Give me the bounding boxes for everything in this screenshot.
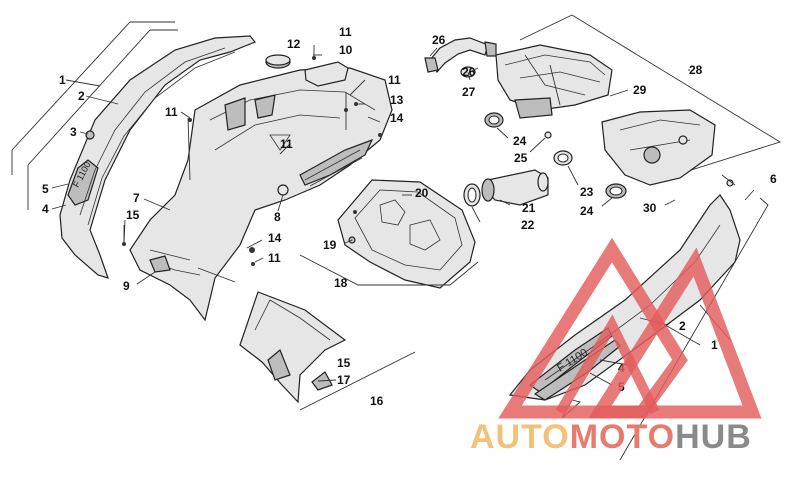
- callout-24-bottom: 24: [580, 204, 594, 218]
- watermark-text-hub: HUB: [675, 418, 752, 456]
- bracket-18: [299, 239, 479, 286]
- callout-21: 21: [522, 201, 536, 215]
- hood-bracket-10: [304, 61, 349, 87]
- callout-11-top: 11: [339, 25, 352, 39]
- callout-18: 18: [334, 276, 348, 290]
- hood-nosepan: [129, 67, 393, 322]
- callout-17: 17: [337, 373, 351, 387]
- callout-23: 23: [580, 185, 594, 199]
- fasteners: [122, 45, 382, 346]
- intake-duct-21: [481, 169, 549, 206]
- left-side-panel: F 1100: [59, 35, 256, 279]
- callout-12: 12: [287, 37, 301, 51]
- callout-24-top: 24: [513, 134, 527, 148]
- callout-16: 16: [370, 394, 384, 408]
- callout-14-right: 14: [390, 111, 404, 125]
- watermark-text-auto: AUTO: [470, 418, 570, 456]
- callout-29: 29: [633, 83, 647, 97]
- callout-26-right: 26: [462, 65, 476, 79]
- callout-6: 6: [770, 172, 777, 186]
- callout-22: 22: [521, 218, 535, 232]
- callout-1-right: 1: [711, 338, 718, 352]
- resonator-30: [601, 109, 716, 206]
- callout-1-left: 1: [59, 73, 66, 87]
- callout-11-lower: 11: [268, 251, 281, 265]
- callout-25: 25: [514, 151, 528, 165]
- watermark-triangle-right: [588, 247, 762, 419]
- watermark-text-moto: MOTO: [569, 418, 676, 456]
- grommet-12: [265, 54, 291, 69]
- watermark-logo: [498, 237, 762, 419]
- callout-4-left: 4: [42, 202, 49, 216]
- callout-2-left: 2: [78, 89, 85, 103]
- callout-26-left: 26: [432, 33, 446, 47]
- callout-20: 20: [415, 186, 429, 200]
- air-intake-box-18: [337, 179, 476, 289]
- callout-19: 19: [323, 238, 337, 252]
- watermark-triangle-inner: [555, 314, 660, 415]
- callout-27: 27: [462, 85, 476, 99]
- callout-30: 30: [643, 201, 657, 215]
- callout-11-left: 11: [165, 105, 178, 119]
- callout-5-left: 5: [42, 182, 49, 196]
- right-side-panel: F 1100: [508, 194, 741, 419]
- callout-15-lower: 15: [337, 356, 351, 370]
- ring-22: [463, 183, 511, 223]
- callout-10: 10: [339, 43, 353, 57]
- lower-panel-16: [197, 267, 416, 411]
- callout-15-left: 15: [126, 208, 140, 222]
- bracket-28: [519, 14, 782, 184]
- callout-28: 28: [689, 63, 703, 77]
- callout-11-right: 11: [388, 73, 401, 87]
- callout-8: 8: [274, 210, 281, 224]
- air-silencer-29: [495, 44, 629, 119]
- left-bracket-lines: [11, 21, 178, 210]
- callout-11-center: 11: [280, 137, 293, 151]
- gaskets: [484, 112, 736, 207]
- callout-2-right: 2: [679, 319, 686, 333]
- callout-labels: 1 2 3 4 5 6 7 8 9 10 11 11 11 11 11 12 1…: [42, 25, 777, 408]
- callout-14-lower: 14: [268, 231, 282, 245]
- callout-7: 7: [133, 191, 140, 205]
- callout-13: 13: [390, 93, 404, 107]
- callout-9: 9: [123, 279, 130, 293]
- watermark-text: AUTOMOTOHUB: [470, 418, 752, 457]
- callout-3: 3: [70, 125, 77, 139]
- hoses: [424, 37, 497, 81]
